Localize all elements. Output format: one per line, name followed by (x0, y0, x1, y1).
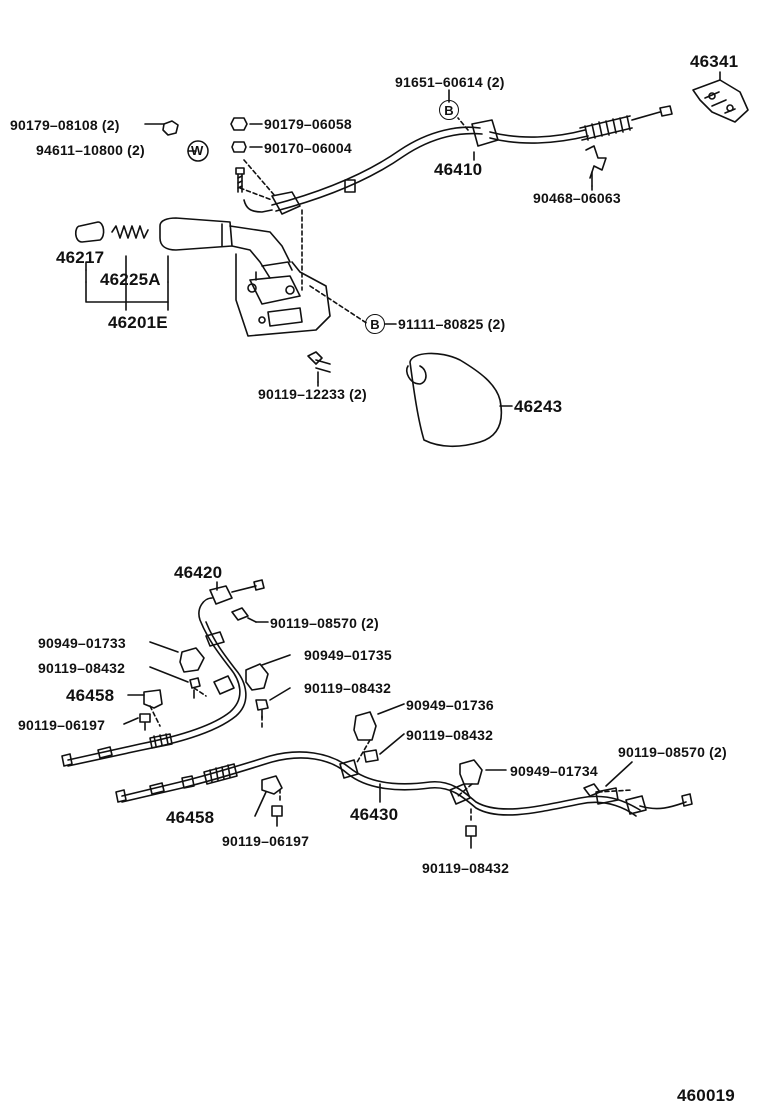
diagram-id: 460019 (677, 1086, 735, 1105)
bolt-90119-06197-a (139, 713, 151, 731)
clip-46458-b (261, 775, 283, 795)
label-46201E: 46201E (108, 313, 168, 332)
knob-46217 (74, 221, 105, 243)
label-46243: 46243 (514, 397, 563, 416)
label-90949-01734: 90949–01734 (510, 763, 598, 779)
bolt-90119-08570-b (583, 783, 601, 797)
bolt-90119-12233 (307, 351, 331, 383)
bracket-90949-01736 (353, 711, 377, 741)
nut-90179-06058 (230, 117, 248, 131)
label-90119-08570-a: 90119–08570 (2) (270, 615, 379, 631)
bolt-90119-08432-a (189, 677, 201, 699)
label-46458-a: 46458 (66, 686, 115, 705)
parking-lever-46201E (159, 191, 331, 337)
marker-b-top: B (439, 100, 459, 120)
bolt-90119-06197-b (271, 805, 283, 827)
label-90119-12233: 90119–12233 (2) (258, 386, 367, 402)
label-90179-08108: 90179–08108 (2) (10, 117, 120, 133)
label-90949-01733: 90949–01733 (38, 635, 126, 651)
front-cable-46410 (271, 105, 673, 212)
label-91111-80825: 91111–80825 (2) (398, 316, 506, 332)
clip-90468 (585, 145, 607, 187)
label-46225A: 46225A (100, 270, 161, 289)
label-90119-08432-a: 90119–08432 (38, 660, 126, 676)
label-46341: 46341 (690, 52, 739, 71)
label-90119-08432-d: 90119–08432 (422, 860, 510, 876)
label-46420: 46420 (174, 563, 223, 582)
label-90119-08570-b: 90119–08570 (2) (618, 744, 727, 760)
label-90949-01736: 90949–01736 (406, 697, 494, 713)
marker-b-mid: B (365, 314, 385, 334)
label-90119-06197-b: 90119–06197 (222, 833, 310, 849)
bolt-90119-08432-d (465, 825, 477, 849)
bolt-90119-08432-c (363, 749, 379, 763)
bolt-94611 (187, 150, 245, 193)
label-90468-06063: 90468–06063 (533, 190, 621, 206)
label-90119-08432-c: 90119–08432 (406, 727, 494, 743)
boot-46243 (409, 352, 503, 448)
rear-cable-46420 (61, 579, 265, 767)
label-46458-b: 46458 (166, 808, 215, 827)
marker-w: W (191, 143, 204, 158)
label-90949-01735: 90949–01735 (304, 647, 392, 663)
label-90170-06004: 90170–06004 (264, 140, 352, 156)
label-46410: 46410 (434, 160, 483, 179)
label-46217: 46217 (56, 248, 105, 267)
label-91651-60614: 91651–60614 (2) (395, 74, 505, 90)
bolt-90119-08570-a (231, 607, 257, 623)
washer-90170 (231, 141, 247, 153)
label-90119-08432-b: 90119–08432 (304, 680, 392, 696)
equalizer-46341 (692, 79, 749, 123)
nut-90179-08108 (162, 120, 179, 136)
label-94611-10800: 94611–10800 (2) (36, 142, 145, 158)
rear-cable-46430 (115, 751, 693, 817)
bracket-90949-01735 (245, 663, 269, 691)
label-90179-06058: 90179–06058 (264, 116, 352, 132)
bracket-90949-01733 (179, 647, 205, 673)
spring-46225A (111, 225, 149, 239)
bracket-90949-01734 (459, 759, 483, 785)
label-90119-06197-a: 90119–06197 (18, 717, 106, 733)
label-46430: 46430 (350, 805, 399, 824)
clip-46458-a (143, 689, 163, 709)
